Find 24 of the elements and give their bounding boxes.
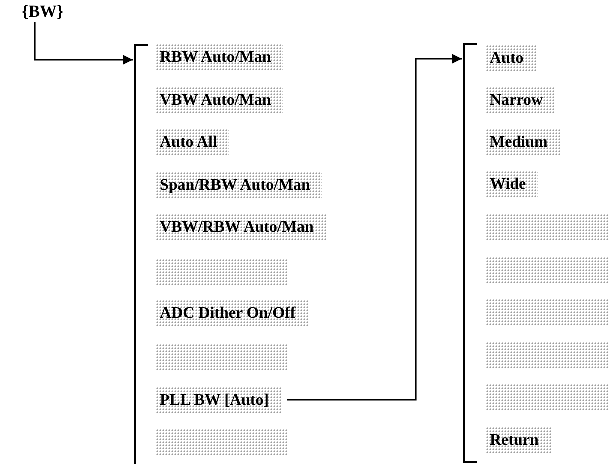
empty-softkey <box>156 344 288 370</box>
softkey-label: RBW Auto/Man <box>156 44 284 70</box>
empty-softkey <box>486 256 608 284</box>
softkey-label: PLL BW [Auto] <box>156 386 282 414</box>
softkey-label: Wide <box>486 170 538 198</box>
softkey-label: Span/RBW Auto/Man <box>156 172 322 198</box>
softkey-label: Auto <box>486 44 536 72</box>
empty-softkey <box>486 342 608 368</box>
menu-bracket <box>463 43 608 463</box>
empty-softkey <box>486 298 608 326</box>
empty-softkey <box>486 384 608 410</box>
softkey-label: VBW Auto/Man <box>156 86 284 114</box>
empty-softkey <box>156 258 288 286</box>
arrow <box>34 22 133 65</box>
softkey-label: VBW/RBW Auto/Man <box>156 214 326 240</box>
softkey-label: Narrow <box>486 86 556 114</box>
softkey-label: Return <box>486 426 551 454</box>
empty-softkey <box>156 428 288 456</box>
softkey-label: Auto All <box>156 128 230 156</box>
empty-softkey <box>486 214 608 240</box>
softkey-label: Medium <box>486 128 560 156</box>
arrow <box>287 54 462 401</box>
menu-key-label: {BW} <box>22 2 64 22</box>
softkey-label: ADC Dither On/Off <box>156 300 308 326</box>
